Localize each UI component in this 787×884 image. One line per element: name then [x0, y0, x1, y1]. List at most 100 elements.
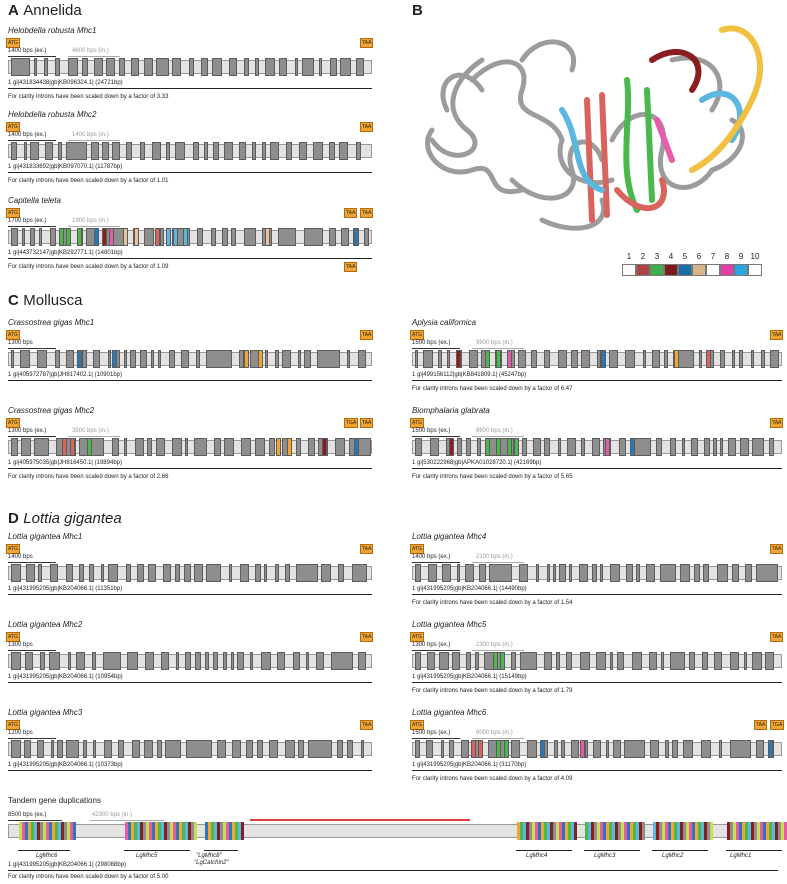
exon: [269, 438, 275, 456]
exon: [689, 652, 695, 670]
gene-title: Lottia gigantea Mhc6: [412, 708, 487, 717]
tandem-exon: [692, 822, 695, 840]
tandem-exon: [763, 822, 766, 840]
exon: [156, 438, 165, 456]
accession-label: 1 gi|431834438|gb|KB096324.1| (24721bp): [8, 80, 123, 86]
exon: [169, 350, 175, 368]
tandem-exon: [680, 822, 683, 840]
legend-number: 9: [738, 252, 744, 261]
tandem-exon: [544, 822, 547, 840]
exon: [21, 438, 31, 456]
colored-exon: [601, 350, 606, 368]
accession-label: 1 gi|431995205|gb|KB204066.1| (15149bp): [412, 674, 527, 680]
tandem-exon: [742, 822, 745, 840]
gene-title: Lottia gigantea Mhc3: [8, 708, 83, 717]
exon: [181, 350, 189, 368]
scale-bar-exon: [8, 738, 56, 739]
exon: [567, 438, 576, 456]
exon: [11, 564, 21, 582]
exon: [691, 438, 698, 456]
exon: [321, 564, 331, 582]
tandem-exon: [67, 822, 70, 840]
baseline: [412, 594, 782, 595]
exon: [24, 740, 31, 758]
tandem-gene-label: LgMhc5: [136, 853, 158, 859]
exon: [331, 652, 353, 670]
exon: [11, 438, 18, 456]
tandem-exon: [191, 822, 194, 840]
tandem-note: For clarity introns have been scaled dow…: [8, 874, 169, 880]
exon: [279, 58, 287, 76]
exon: [457, 564, 460, 582]
tandem-exon: [656, 822, 659, 840]
exon: [579, 564, 588, 582]
colored-exon: [507, 438, 512, 456]
exon: [585, 740, 588, 758]
accession-label: 1 gi|443732147|gb|KB292771.1| (14801bp): [8, 250, 123, 256]
tandem-exon: [529, 822, 532, 840]
exon: [262, 142, 266, 160]
exon: [466, 652, 471, 670]
exon: [536, 564, 539, 582]
exon: [610, 652, 613, 670]
exon: [189, 58, 194, 76]
legend-number: 6: [696, 252, 702, 261]
exon: [606, 740, 609, 758]
tandem-gene-arrow: [204, 850, 238, 851]
exon: [231, 652, 234, 670]
scale-label-exon: 1500 bps (ex.): [412, 340, 451, 346]
exon: [37, 740, 44, 758]
exon: [511, 652, 516, 670]
exon: [144, 228, 154, 246]
exon: [255, 58, 259, 76]
accession-label: 1 gi|405972787|gb|JH817402.1| (10901bp): [8, 372, 122, 378]
tandem-exon: [532, 822, 535, 840]
exon: [130, 350, 136, 368]
exon: [212, 58, 222, 76]
exon: [739, 350, 743, 368]
legend-number: 4: [668, 252, 674, 261]
exon: [26, 564, 35, 582]
exon: [285, 740, 295, 758]
start-codon: ATG: [410, 330, 424, 340]
scale-bar-exon: [412, 738, 460, 739]
exon: [302, 58, 314, 76]
tandem-exon: [642, 822, 645, 840]
colored-exon: [276, 438, 281, 456]
scale-note: For clarity introns have been scaled dow…: [8, 94, 169, 100]
exon: [102, 142, 109, 160]
stop-codon: TAA: [360, 720, 374, 730]
colored-exon: [134, 228, 139, 246]
colored-exon: [354, 438, 359, 456]
gene-title: Lottia gigantea Mhc1: [8, 532, 83, 541]
accession-label: 1 gi|431995205|gb|KB204066.1| (10954bp): [8, 674, 123, 680]
exon: [347, 350, 350, 368]
exon: [566, 652, 572, 670]
exon: [165, 740, 181, 758]
gene-track: [8, 438, 372, 456]
scale-bar-exon: [8, 226, 56, 227]
exon: [430, 438, 439, 456]
tandem-gene-label: LgMhc3: [594, 853, 616, 859]
exon: [661, 652, 664, 670]
exon: [475, 652, 479, 670]
exon: [559, 564, 566, 582]
exon: [330, 58, 337, 76]
exon: [728, 438, 736, 456]
tandem-exon: [748, 822, 751, 840]
exon: [713, 438, 717, 456]
tandem-exon: [40, 822, 43, 840]
legend-swatch: [678, 264, 692, 276]
colored-exon: [449, 438, 454, 456]
tandem-gene-arrow: [18, 850, 70, 851]
exon: [166, 142, 170, 160]
exon: [452, 652, 460, 670]
exon: [740, 438, 749, 456]
exon: [319, 58, 322, 76]
exon: [231, 228, 236, 246]
exon: [415, 652, 421, 670]
exon: [194, 564, 203, 582]
tandem-exon: [612, 822, 615, 840]
tandem-exon: [686, 822, 689, 840]
tandem-exon: [194, 822, 197, 840]
